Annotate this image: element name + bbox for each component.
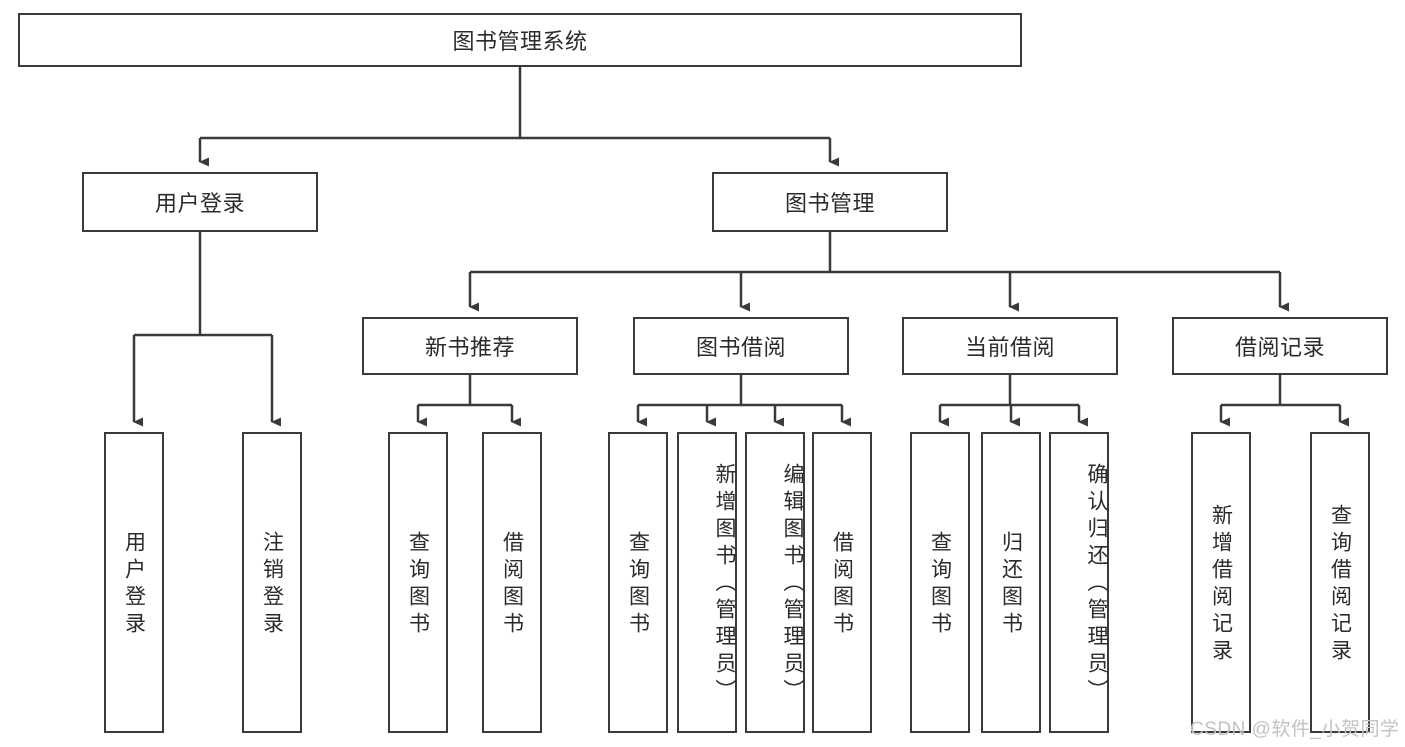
leaf-query-borrow-record[interactable]: 查询借阅记录	[1310, 432, 1370, 733]
leaf-return-book[interactable]: 归还图书	[981, 432, 1041, 733]
node-book-borrowing[interactable]: 图书借阅	[633, 317, 849, 375]
connector-lines	[132, 67, 1349, 427]
leaf-query-books-current[interactable]: 查询图书	[910, 432, 970, 733]
leaf-confirm-return-admin[interactable]: 确认归还（管理员）	[1049, 432, 1109, 733]
leaf-add-borrow-record[interactable]: 新增借阅记录	[1191, 432, 1251, 733]
leaf-borrow-book[interactable]: 借阅图书	[812, 432, 872, 733]
leaf-logout[interactable]: 注销登录	[242, 432, 302, 733]
node-root-book-management-system[interactable]: 图书管理系统	[18, 13, 1022, 67]
node-new-book-recommendation[interactable]: 新书推荐	[362, 317, 578, 375]
node-book-management[interactable]: 图书管理	[712, 172, 948, 232]
node-user-login[interactable]: 用户登录	[82, 172, 318, 232]
leaf-borrow-books-new[interactable]: 借阅图书	[482, 432, 542, 733]
leaf-user-login[interactable]: 用户登录	[104, 432, 164, 733]
leaf-add-book-admin[interactable]: 新增图书（管理员）	[677, 432, 737, 733]
leaf-edit-book-admin[interactable]: 编辑图书（管理员）	[745, 432, 805, 733]
csdn-watermark: CSDN @软件_小贺同学	[1190, 719, 1400, 740]
leaf-query-books-borrow[interactable]: 查询图书	[608, 432, 668, 733]
node-borrow-records[interactable]: 借阅记录	[1172, 317, 1388, 375]
leaf-query-books-new[interactable]: 查询图书	[388, 432, 448, 733]
node-current-borrowing[interactable]: 当前借阅	[902, 317, 1118, 375]
